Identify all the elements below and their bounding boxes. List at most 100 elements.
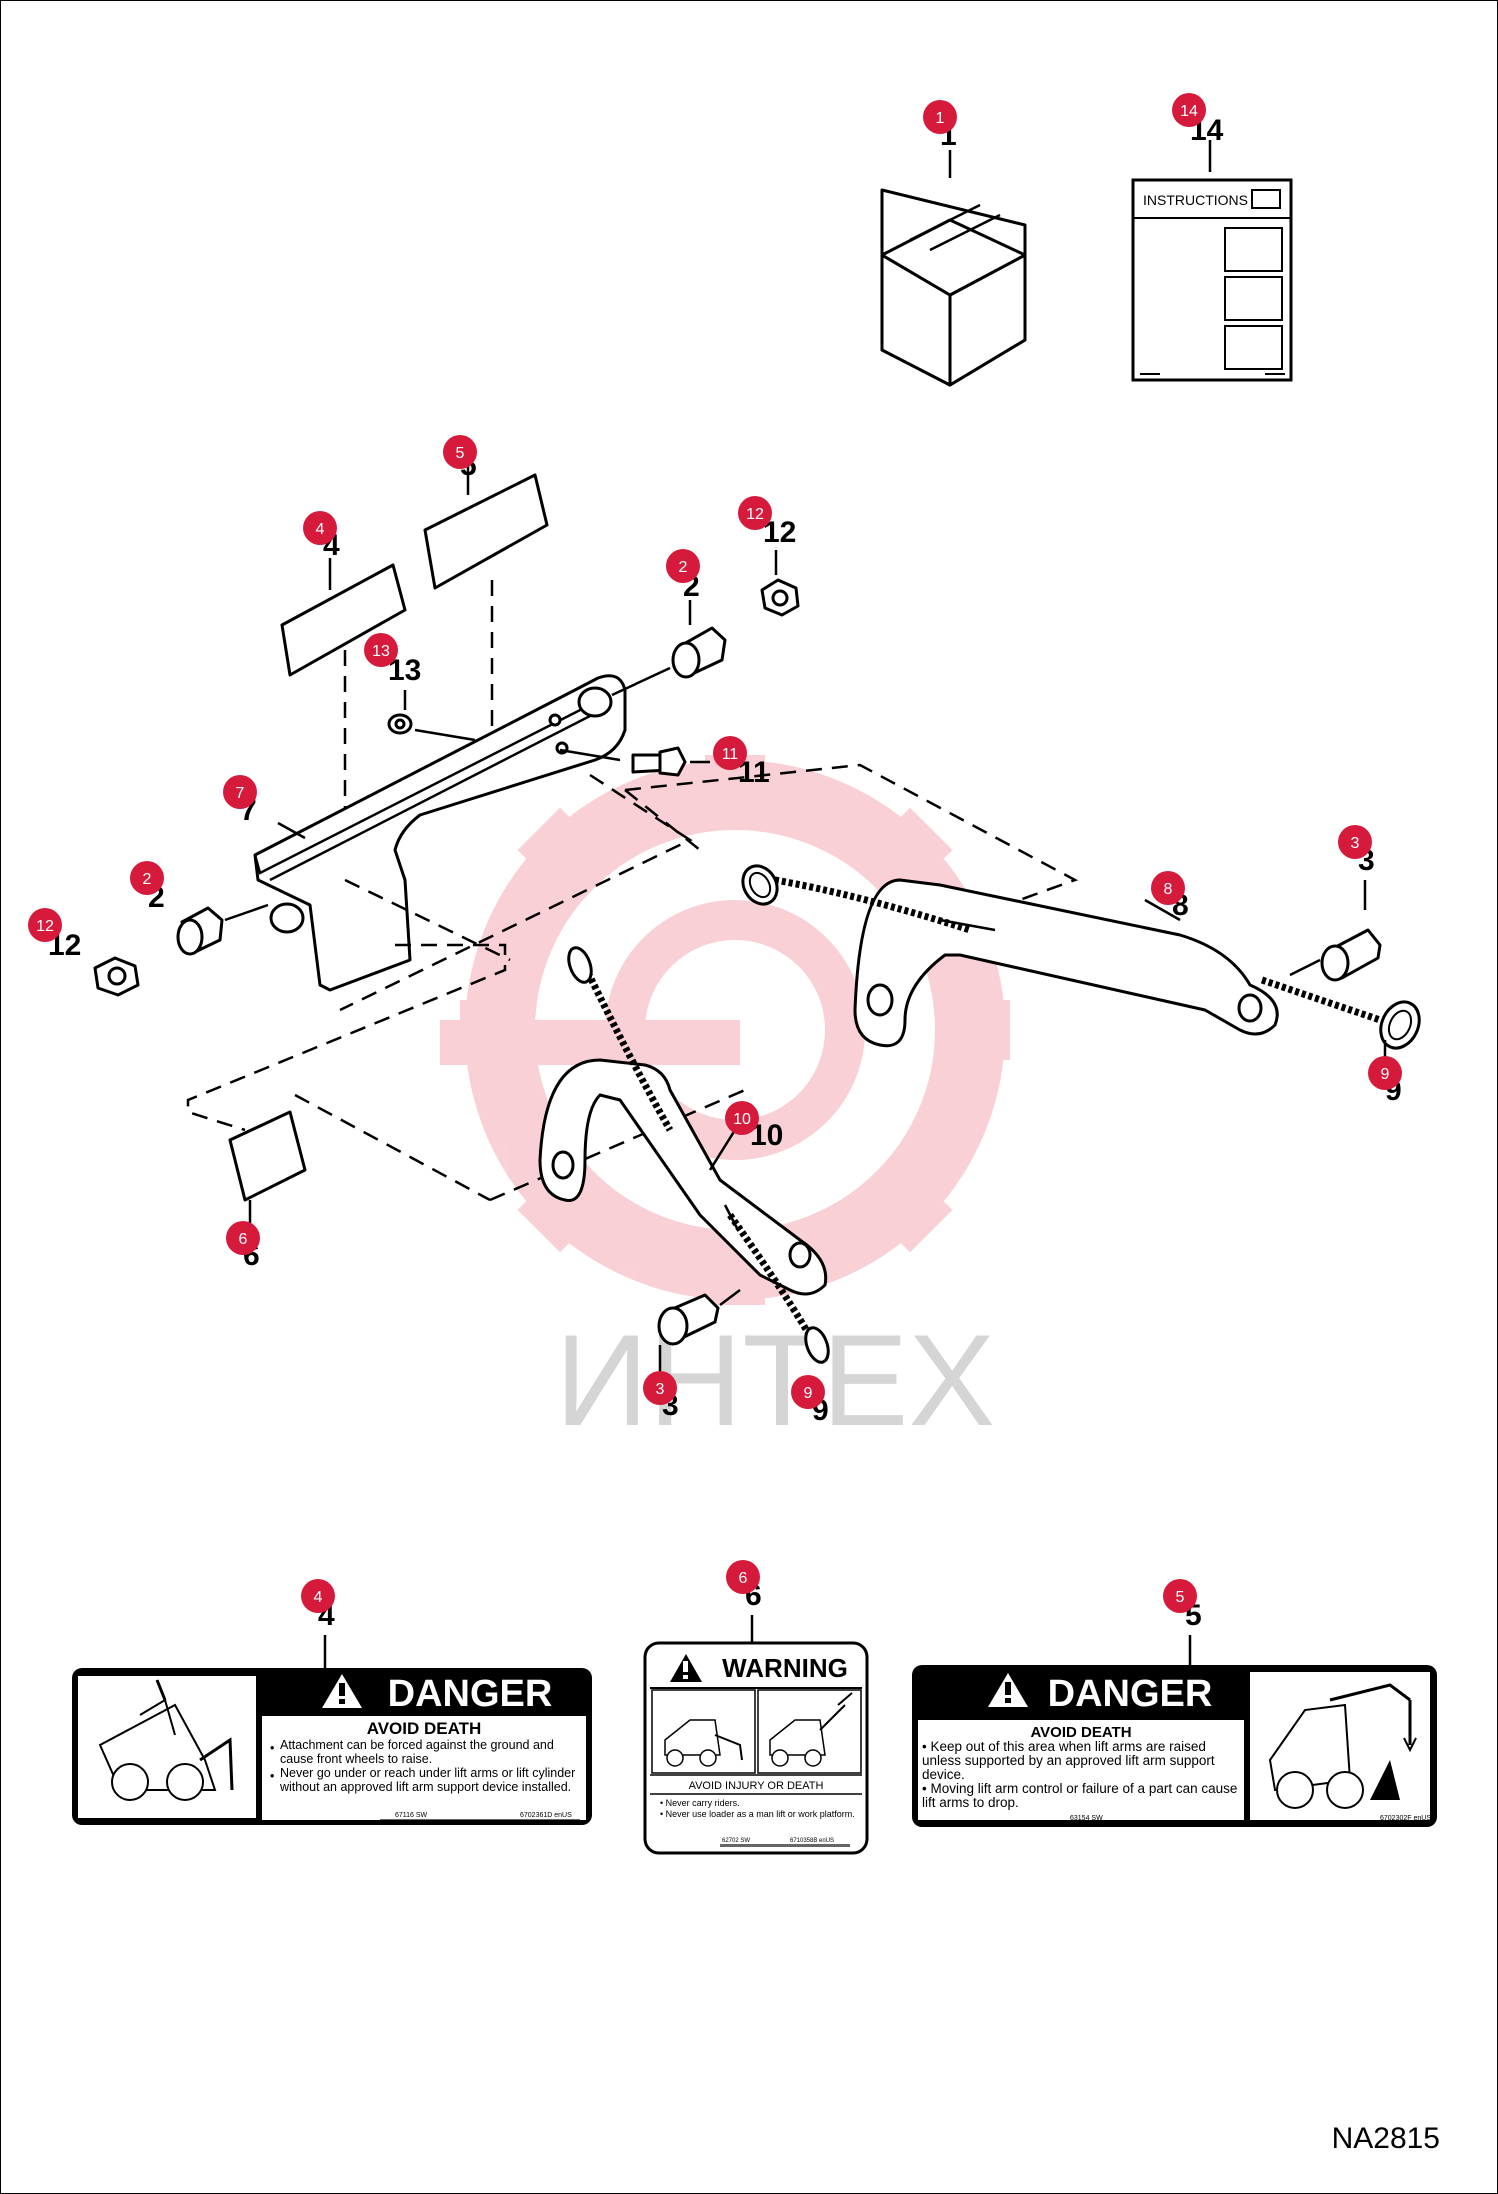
callout-circle (130, 861, 164, 895)
danger-triangle-icon (988, 1673, 1028, 1707)
danger-right-code-right: 6702302F enUS (1380, 1815, 1431, 1822)
callout-circle (1172, 93, 1206, 127)
svg-text:•: • (270, 1769, 274, 1783)
callout-number: 9 (1381, 1066, 1390, 1083)
callout-7: 7 (223, 775, 257, 809)
watermark-text: ИНТЕХ (555, 1307, 995, 1453)
callout-number: 12 (36, 918, 54, 935)
no-man-lift-icon (769, 1692, 853, 1767)
callout-number: 2 (143, 871, 152, 888)
callout-11: 11 (713, 736, 747, 770)
decal-warning: WARNING AVOID INJURY OR DEATH • Never ca… (643, 1641, 869, 1855)
callout-number: 7 (236, 785, 245, 802)
callout-circle (303, 511, 337, 545)
callout-number: 13 (372, 643, 390, 660)
part-5-decal-shape (423, 465, 549, 765)
callout-2: 2 (130, 861, 164, 895)
part-2-pin-upper (611, 600, 727, 697)
part-3-pin-bottom (657, 1289, 741, 1375)
callout-circle (726, 1560, 760, 1594)
callout-4: 4 (303, 511, 337, 545)
callout-circle (923, 100, 957, 134)
danger-left-code-right: 6702361D enUS (520, 1812, 572, 1819)
warning-code-right: 6710358B enUS (790, 1838, 834, 1844)
callout-number: 4 (314, 1589, 323, 1606)
callout-number: 5 (1176, 1589, 1185, 1606)
callout-circle (713, 736, 747, 770)
callout-number: 6 (739, 1570, 748, 1587)
callout-14: 14 (1172, 93, 1206, 127)
part-2-pin-left (176, 903, 269, 956)
danger-header-right: DANGER (1048, 1673, 1213, 1715)
callout-3: 3 (1338, 825, 1372, 859)
danger-subheader-right: AVOID DEATH (1030, 1724, 1131, 1741)
callout-circle (738, 496, 772, 530)
callout-4: 4 (301, 1579, 335, 1613)
warning-bullet-2-text: • Never use loader as a man lift or work… (660, 1809, 855, 1819)
part-3-pin-right (1289, 880, 1382, 982)
warning-subheader: AVOID INJURY OR DEATH (689, 1780, 824, 1792)
danger-left-bullets: • Attachment can be forced against the g… (270, 1739, 576, 1794)
lift-arm-drop-icon (1268, 1683, 1417, 1809)
callout-number: 11 (722, 746, 739, 763)
warning-header: WARNING (722, 1653, 848, 1683)
callout-12: 12 (28, 908, 62, 942)
part-10-arm (538, 946, 830, 1364)
warning-code-left: 62702 SW (722, 1838, 750, 1844)
callout-number: 2 (679, 559, 688, 576)
callout-circle (443, 435, 477, 469)
callout-9: 9 (791, 1375, 825, 1409)
decal-danger-left: DANGER AVOID DEATH • Attachment can be f… (72, 1668, 592, 1825)
decal-danger-right: DANGER AVOID DEATH • Keep out of this ar… (912, 1665, 1437, 1827)
danger-triangle-icon (322, 1674, 362, 1708)
danger-left-bullet-2-text: Never go under or reach under lift arms … (280, 1766, 576, 1794)
diagram-id: NA2815 (1332, 2122, 1440, 2155)
callout-circle (643, 1371, 677, 1405)
callout-1: 1 (923, 100, 957, 134)
callout-8: 8 (1151, 871, 1185, 905)
part-12-nut-upper (760, 550, 800, 617)
no-riders-icon (664, 1719, 743, 1767)
callout-circle (301, 1579, 335, 1613)
callout-6: 6 (726, 1560, 760, 1594)
callout-number: 10 (733, 1111, 751, 1128)
callout-circle (666, 549, 700, 583)
callout-number: 12 (746, 506, 764, 523)
part-6-decal-shape (228, 1110, 307, 1225)
callout-13: 13 (364, 633, 398, 667)
callout-3: 3 (643, 1371, 677, 1405)
callout-5: 5 (443, 435, 477, 469)
callout-number: 14 (1180, 103, 1198, 120)
danger-left-bullet-1-text: Attachment can be forced against the gro… (280, 1739, 554, 1766)
callout-number: 5 (456, 445, 465, 462)
callout-circle (725, 1101, 759, 1135)
callout-number: 3 (656, 1381, 665, 1398)
callout-number: 6 (239, 1231, 248, 1248)
callout-circle (364, 633, 398, 667)
instructions-label: INSTRUCTIONS (1143, 192, 1248, 208)
callout-circle (226, 1221, 260, 1255)
danger-subheader-left: AVOID DEATH (367, 1719, 482, 1738)
part-12-nut-left (93, 956, 140, 997)
callout-markers: 1 14 5 4 12 2 13 11 7 2 12 3 8 9 10 6 3 9 4 6 5 (28, 93, 1402, 1613)
callout-9: 9 (1368, 1056, 1402, 1090)
callout-circle (223, 775, 257, 809)
callout-circle (28, 908, 62, 942)
danger-left-code-left: 67116 SW (395, 1812, 428, 1819)
warning-bullet-1-text: • Never carry riders. (660, 1798, 740, 1808)
assembly-dashes (186, 763, 1079, 1202)
danger-right-code-left: 63154 SW (1070, 1815, 1103, 1822)
part-13-nut (387, 690, 476, 742)
callout-5: 5 (1163, 1579, 1197, 1613)
danger-right-bullet-2-text: • Moving lift arm control or failure of … (922, 1781, 1238, 1810)
callout-circle (1368, 1056, 1402, 1090)
callout-circle (1338, 825, 1372, 859)
callout-number: 9 (804, 1385, 813, 1402)
callout-circle (791, 1375, 825, 1409)
callout-number: 1 (936, 110, 945, 127)
part-11-bolt (559, 746, 710, 777)
callout-10: 10 (725, 1101, 759, 1135)
danger-right-bullet-1-text: • Keep out of this area when lift arms a… (922, 1740, 1215, 1782)
danger-header-left: DANGER (388, 1673, 553, 1715)
